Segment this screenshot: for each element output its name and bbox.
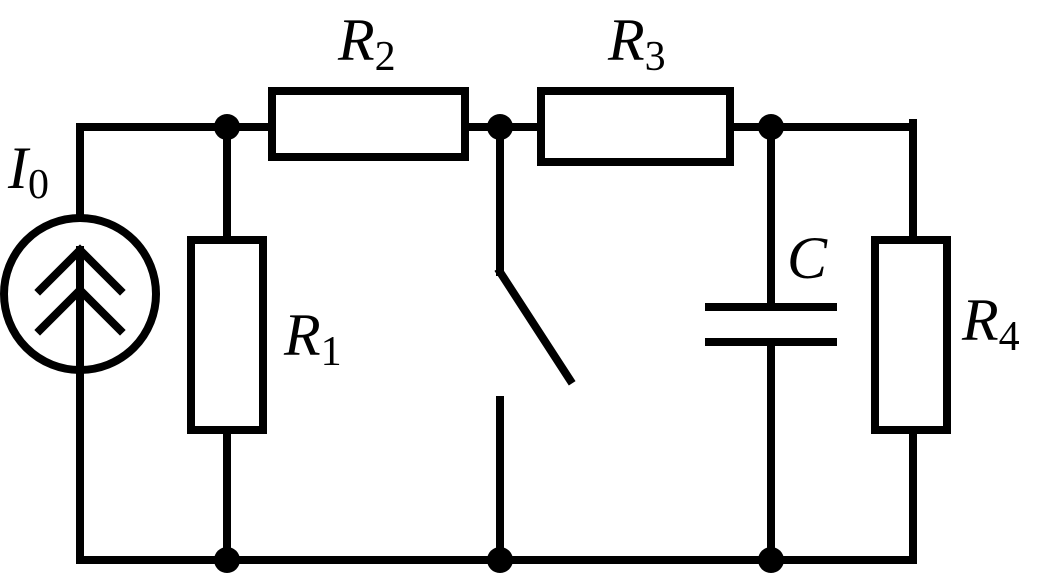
label-r3-sub: 3 [645,34,666,80]
label-c: C [787,225,828,291]
junction-node [758,114,784,140]
label-r2-symbol: R [337,7,375,73]
label-r3-symbol: R [607,7,645,73]
resistor-r4 [871,236,951,434]
resistor-r3 [537,87,734,166]
arrow-up-icon-2 [34,284,126,336]
switch-blade [494,266,576,386]
label-r1-sub: 1 [321,329,342,375]
junction-node [487,114,513,140]
resistor-r2 [268,87,469,161]
label-r1: R1 [283,302,342,375]
current-source [0,214,160,374]
label-r4-symbol: R [961,287,999,353]
junction-node [214,114,240,140]
junction-node [758,547,784,573]
junction-node [214,547,240,573]
label-r3: R3 [607,7,666,80]
label-r2-sub: 2 [375,34,396,80]
label-r1-symbol: R [283,302,321,368]
label-i0-symbol: I [7,135,31,201]
resistor-r1 [187,236,267,434]
label-i0-sub: 0 [28,162,49,208]
label-r4: R4 [961,287,1020,360]
arrow-up-icon [34,244,126,296]
label-i0: I0 [7,135,49,208]
label-c-symbol: C [787,225,828,291]
label-r2: R2 [337,7,396,80]
junction-node [487,547,513,573]
label-r4-sub: 4 [999,314,1020,360]
